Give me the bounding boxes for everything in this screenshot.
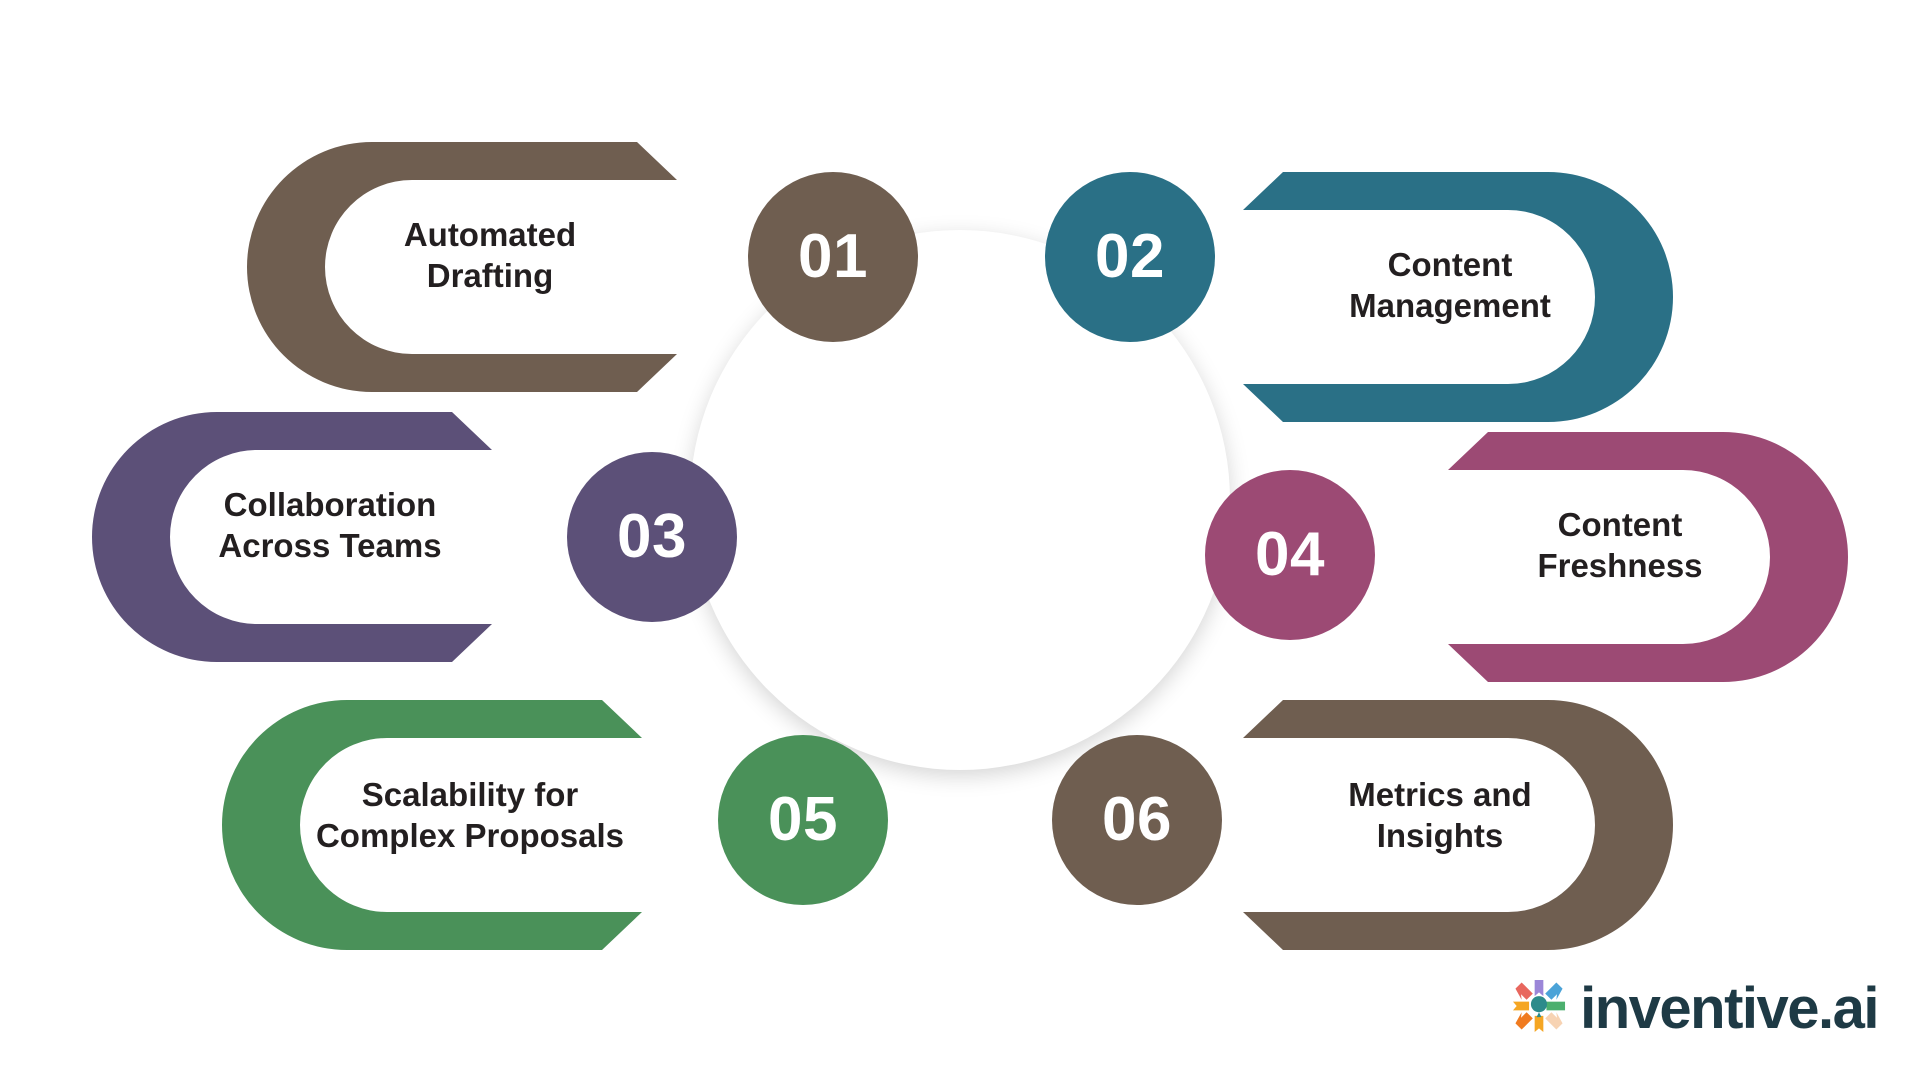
step-number-04: 04 xyxy=(1255,520,1325,589)
bracket-path-04 xyxy=(1448,432,1848,682)
label-01: Automated Drafting xyxy=(403,216,577,294)
step-number-01: 01 xyxy=(798,222,868,291)
inventive-mark-icon xyxy=(1508,975,1570,1042)
step-circle-05[interactable]: 05 xyxy=(718,735,888,905)
label-05: Scalability for Complex Proposals xyxy=(315,776,625,854)
step-number-06: 06 xyxy=(1102,785,1172,854)
step-circle-02[interactable]: 02 xyxy=(1045,172,1215,342)
label-03: Collaboration Across Teams xyxy=(218,486,442,564)
step-circle-01[interactable]: 01 xyxy=(748,172,918,342)
label-02: Content Management xyxy=(1349,246,1551,324)
logo-wordmark: inventive.ai xyxy=(1580,975,1879,1041)
bracket-path-06 xyxy=(1243,700,1673,950)
step-number-05: 05 xyxy=(768,785,838,854)
label-06: Metrics and Insights xyxy=(1348,776,1532,854)
bracket-06 xyxy=(1243,700,1673,950)
bracket-path-01 xyxy=(247,142,677,392)
brand-logo[interactable]: inventive.ai xyxy=(1508,975,1879,1042)
bracket-03 xyxy=(92,412,492,662)
bracket-05 xyxy=(222,700,642,950)
label-04: Content Freshness xyxy=(1537,506,1703,584)
step-number-03: 03 xyxy=(617,502,687,571)
bracket-path-02 xyxy=(1243,172,1673,422)
bracket-path-05 xyxy=(222,700,642,950)
step-circle-06[interactable]: 06 xyxy=(1052,735,1222,905)
bracket-path-03 xyxy=(92,412,492,662)
step-circle-03[interactable]: 03 xyxy=(567,452,737,622)
step-circle-04[interactable]: 04 xyxy=(1205,470,1375,640)
step-number-02: 02 xyxy=(1095,222,1165,291)
bracket-01 xyxy=(247,142,677,392)
bracket-04 xyxy=(1448,432,1848,682)
bracket-02 xyxy=(1243,172,1673,422)
